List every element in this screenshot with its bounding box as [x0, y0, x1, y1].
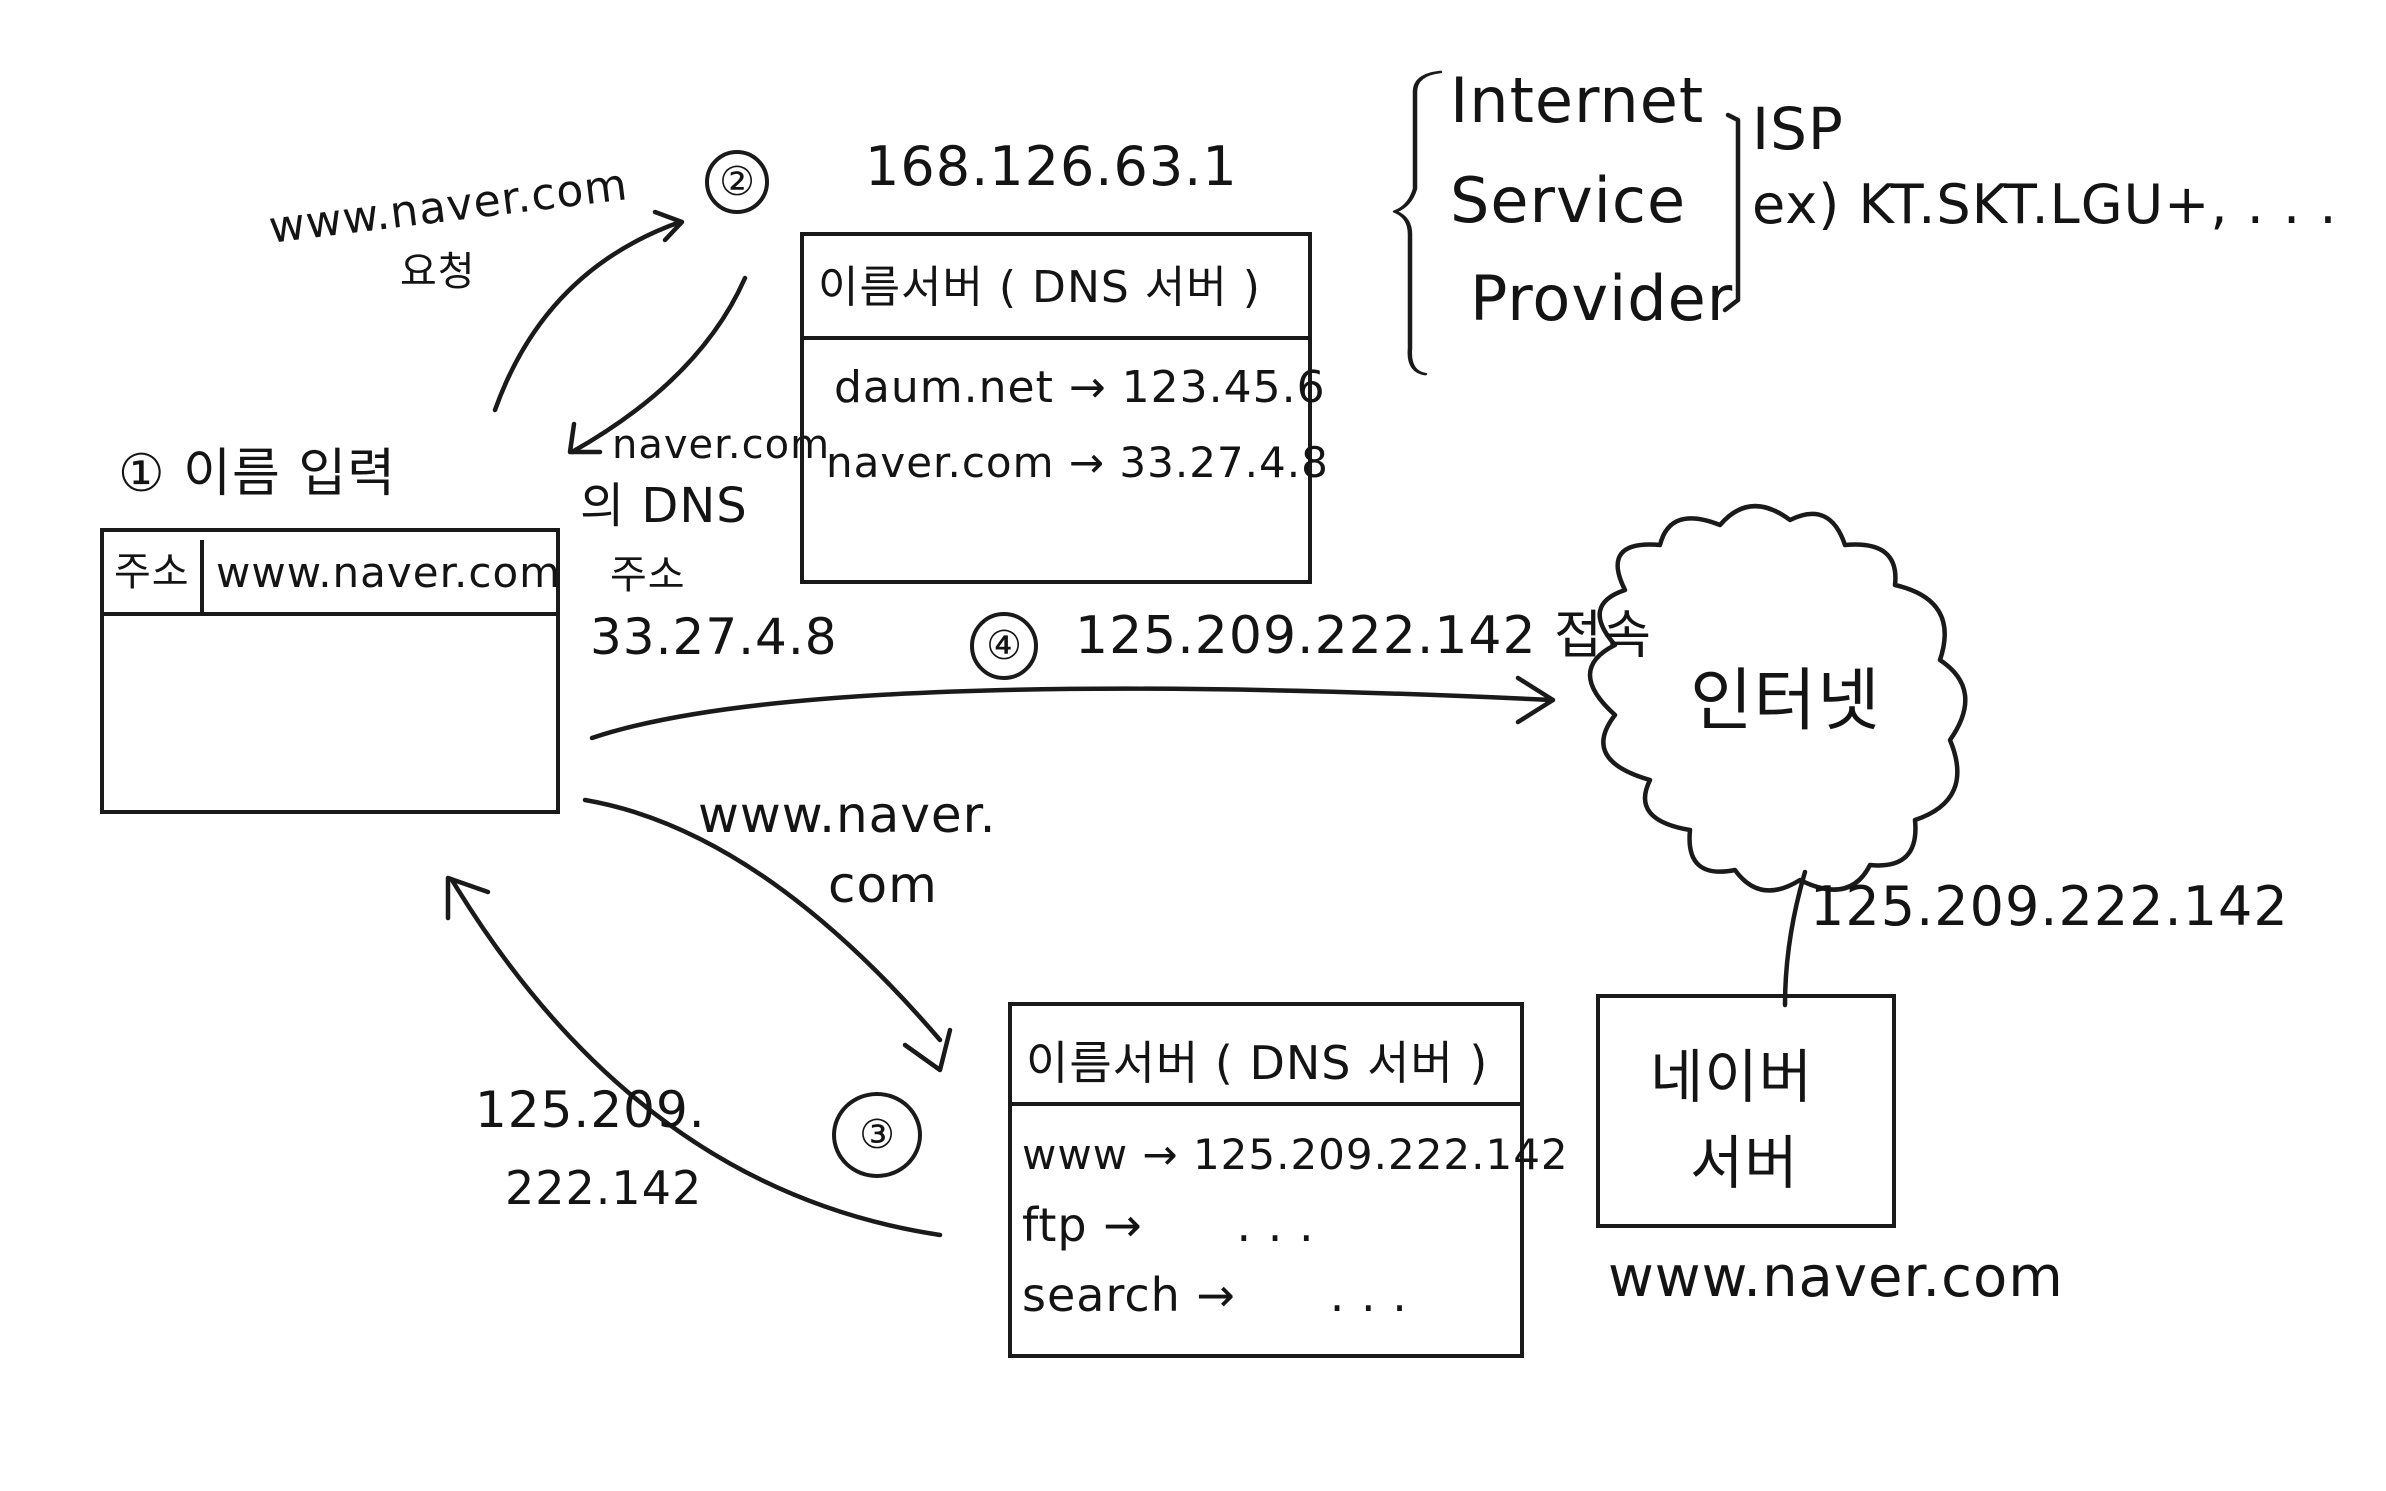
step1-label: ① 이름 입력	[118, 444, 397, 504]
dns-bottom-title: 이름서버 ( DNS 서버 )	[1026, 1036, 1489, 1090]
naver-server-box: 네이버 서버	[1596, 994, 1896, 1228]
internet-server-link	[1782, 869, 1808, 1008]
step4-marker: ④	[970, 612, 1038, 680]
step3-request-line-2: com	[828, 856, 938, 914]
connect-arrow	[589, 686, 1555, 741]
naver-server-line-1: 네이버	[1650, 1043, 1814, 1111]
dns-top-title: 이름서버 ( DNS 서버 )	[818, 262, 1261, 313]
dns-bottom-divider	[1012, 1102, 1520, 1106]
step4-text: 125.209.222.142 접속	[1075, 606, 1652, 666]
isp-line-service: Service	[1450, 164, 1687, 237]
response-arrow-down	[569, 275, 748, 455]
dns-top-divider	[804, 336, 1308, 340]
step2-response-line-3: 주소	[610, 552, 686, 598]
isp-abbr: ISP	[1752, 95, 1844, 163]
address-bar-divider	[104, 612, 556, 616]
address-label: 주소	[114, 549, 190, 595]
step3-response-arrow	[449, 877, 943, 1238]
isp-right-brace	[1722, 112, 1741, 313]
step2-marker: ②	[705, 150, 769, 214]
dns-server-bottom: 이름서버 ( DNS 서버 ) www → 125.209.222.142 ft…	[1008, 1002, 1568, 1358]
isp-example: ex) KT.SKT.LGU+, . . .	[1752, 173, 2338, 236]
dns-bottom-entry-1: www → 125.209.222.142	[1022, 1130, 1569, 1179]
dns-bottom-entry-2: ftp → . . .	[1022, 1198, 1315, 1252]
address-divider	[200, 540, 204, 612]
dns-top-entry-1: daum.net → 123.45.6	[834, 362, 1326, 413]
naver-server-line-2: 서버	[1690, 1129, 1799, 1197]
step2-response-line-1: naver.com	[612, 422, 831, 468]
request-arrow-up	[492, 219, 683, 413]
dns-top-entry-2: naver.com → 33.27.4.8	[826, 438, 1329, 487]
isp-line-internet: Internet	[1450, 64, 1705, 137]
step3-response-line-2: 222.142	[505, 1161, 703, 1215]
dns-server-top: 이름서버 ( DNS 서버 ) daum.net → 123.45.6 nave…	[800, 232, 1328, 584]
internet-cloud-outline	[1587, 504, 1968, 893]
browser-window: 주소 www.naver.com	[100, 528, 560, 814]
address-value[interactable]: www.naver.com	[216, 548, 562, 597]
isp-left-brace	[1392, 70, 1443, 376]
step2-response-line-4: 33.27.4.8	[590, 608, 838, 666]
step3-response-line-1: 125.209.	[475, 1081, 706, 1139]
step2-request-word: 요청	[400, 249, 476, 295]
isp-line-provider: Provider	[1470, 262, 1734, 335]
step3-request-line-1: www.naver.	[698, 786, 997, 844]
step2-response-line-2: 의 DNS	[580, 478, 748, 534]
step3-request-arrow	[582, 797, 943, 1043]
step2-server-ip: 168.126.63.1	[865, 135, 1238, 198]
dns-bottom-entry-3: search → . . .	[1022, 1268, 1408, 1322]
step3-marker: ③	[832, 1092, 922, 1178]
naver-server-domain: www.naver.com	[1608, 1245, 2064, 1310]
internet-label: 인터넷	[1690, 662, 1881, 741]
internet-link-ip: 125.209.222.142	[1810, 875, 2289, 938]
